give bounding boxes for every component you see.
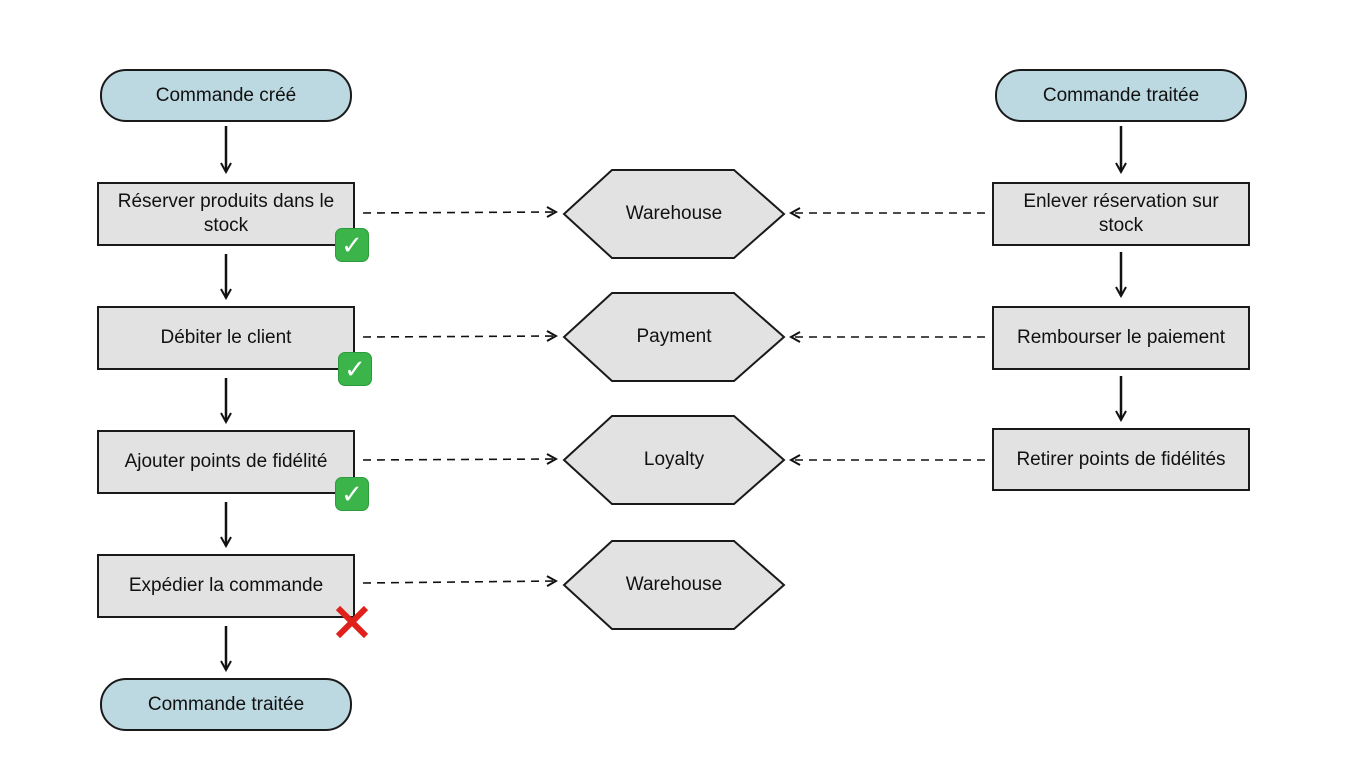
step-label: Ajouter points de fidélité [124, 451, 328, 472]
forward-start-node: Commande créé [100, 69, 352, 122]
service-loyalty: Loyalty [562, 414, 786, 506]
step-label: Rembourser le paiement [1016, 327, 1226, 348]
compensation-start-label: Commande traitée [1042, 84, 1200, 106]
step-remove-loyalty-points: Retirer points de fidélités [992, 428, 1250, 491]
step-label: Réserver produits dans le stock [117, 191, 335, 236]
forward-end-node: Commande traitée [100, 678, 352, 731]
compensation-start-node: Commande traitée [995, 69, 1247, 122]
step-add-loyalty-points: Ajouter points de fidélité [97, 430, 355, 494]
step-refund-payment: Rembourser le paiement [992, 306, 1250, 370]
service-call-arrow [362, 581, 556, 583]
service-label: Warehouse [625, 574, 723, 595]
check-icon: ✓ [335, 477, 369, 511]
service-warehouse: Warehouse [562, 168, 786, 260]
service-label: Warehouse [625, 203, 723, 224]
service-payment: Payment [562, 291, 786, 383]
check-icon: ✓ [335, 228, 369, 262]
step-ship-order: Expédier la commande [97, 554, 355, 618]
step-remove-stock-reservation: Enlever réservation sur stock [992, 182, 1250, 246]
service-call-arrow [362, 212, 556, 213]
service-call-arrow [362, 336, 556, 337]
forward-start-label: Commande créé [155, 84, 297, 106]
forward-end-label: Commande traitée [147, 693, 305, 715]
service-call-arrow [362, 459, 556, 460]
service-warehouse-shipping: Warehouse [562, 539, 786, 631]
step-label: Expédier la commande [128, 575, 324, 596]
step-reserve-stock: Réserver produits dans le stock [97, 182, 355, 246]
service-label: Loyalty [643, 449, 705, 470]
step-label: Enlever réservation sur stock [1023, 191, 1219, 236]
step-debit-client: Débiter le client [97, 306, 355, 370]
check-icon: ✓ [338, 352, 372, 386]
service-label: Payment [636, 326, 712, 347]
step-label: Retirer points de fidélités [1016, 448, 1226, 470]
step-label: Débiter le client [160, 327, 292, 348]
cross-icon [335, 605, 369, 639]
